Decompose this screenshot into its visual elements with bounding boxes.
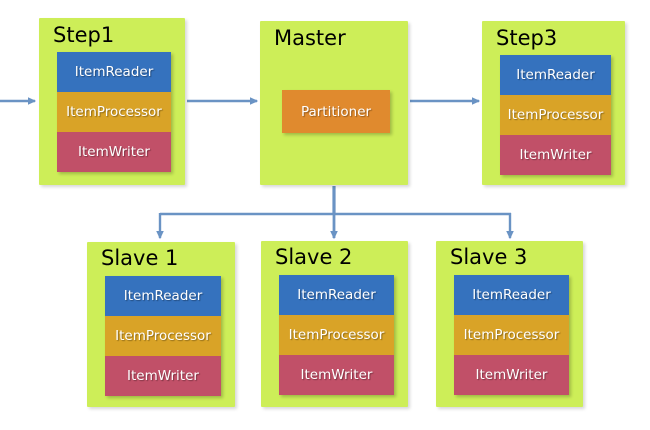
node-slave1-stack: ItemReader ItemProcessor ItemWriter xyxy=(105,276,221,396)
node-slave3-stack: ItemReader ItemProcessor ItemWriter xyxy=(454,275,569,395)
node-slave2-stack: ItemReader ItemProcessor ItemWriter xyxy=(279,275,394,395)
node-master[interactable]: Master Partitioner xyxy=(260,21,408,185)
node-slave3-band-processor[interactable]: ItemProcessor xyxy=(454,315,569,355)
node-slave3-band-reader[interactable]: ItemReader xyxy=(454,275,569,315)
node-step1-band-writer[interactable]: ItemWriter xyxy=(57,132,171,172)
node-step1-title: Step1 xyxy=(53,23,115,47)
node-slave1-title: Slave 1 xyxy=(101,246,179,270)
node-slave1[interactable]: Slave 1 ItemReader ItemProcessor ItemWri… xyxy=(87,242,235,407)
node-step1-band-processor[interactable]: ItemProcessor xyxy=(57,92,171,132)
node-step3-stack: ItemReader ItemProcessor ItemWriter xyxy=(500,55,611,175)
node-slave1-band-processor[interactable]: ItemProcessor xyxy=(105,316,221,356)
node-step3[interactable]: Step3 ItemReader ItemProcessor ItemWrite… xyxy=(482,21,625,185)
node-step1[interactable]: Step1 ItemReader ItemProcessor ItemWrite… xyxy=(39,18,185,185)
node-step3-band-reader[interactable]: ItemReader xyxy=(500,55,611,95)
node-master-partitioner[interactable]: Partitioner xyxy=(282,90,390,133)
node-slave2-band-writer[interactable]: ItemWriter xyxy=(279,355,394,395)
node-slave1-band-reader[interactable]: ItemReader xyxy=(105,276,221,316)
node-step3-title: Step3 xyxy=(496,26,558,50)
node-slave3-band-writer[interactable]: ItemWriter xyxy=(454,355,569,395)
node-slave2-band-processor[interactable]: ItemProcessor xyxy=(279,315,394,355)
node-step1-stack: ItemReader ItemProcessor ItemWriter xyxy=(57,52,171,172)
node-master-title: Master xyxy=(274,26,346,50)
node-slave3-title: Slave 3 xyxy=(450,245,528,269)
node-step1-band-reader[interactable]: ItemReader xyxy=(57,52,171,92)
node-slave2-band-reader[interactable]: ItemReader xyxy=(279,275,394,315)
node-slave3[interactable]: Slave 3 ItemReader ItemProcessor ItemWri… xyxy=(436,241,583,407)
node-slave1-band-writer[interactable]: ItemWriter xyxy=(105,356,221,396)
node-step3-band-processor[interactable]: ItemProcessor xyxy=(500,95,611,135)
node-slave2-title: Slave 2 xyxy=(275,245,353,269)
node-step3-band-writer[interactable]: ItemWriter xyxy=(500,135,611,175)
node-slave2[interactable]: Slave 2 ItemReader ItemProcessor ItemWri… xyxy=(261,241,408,407)
